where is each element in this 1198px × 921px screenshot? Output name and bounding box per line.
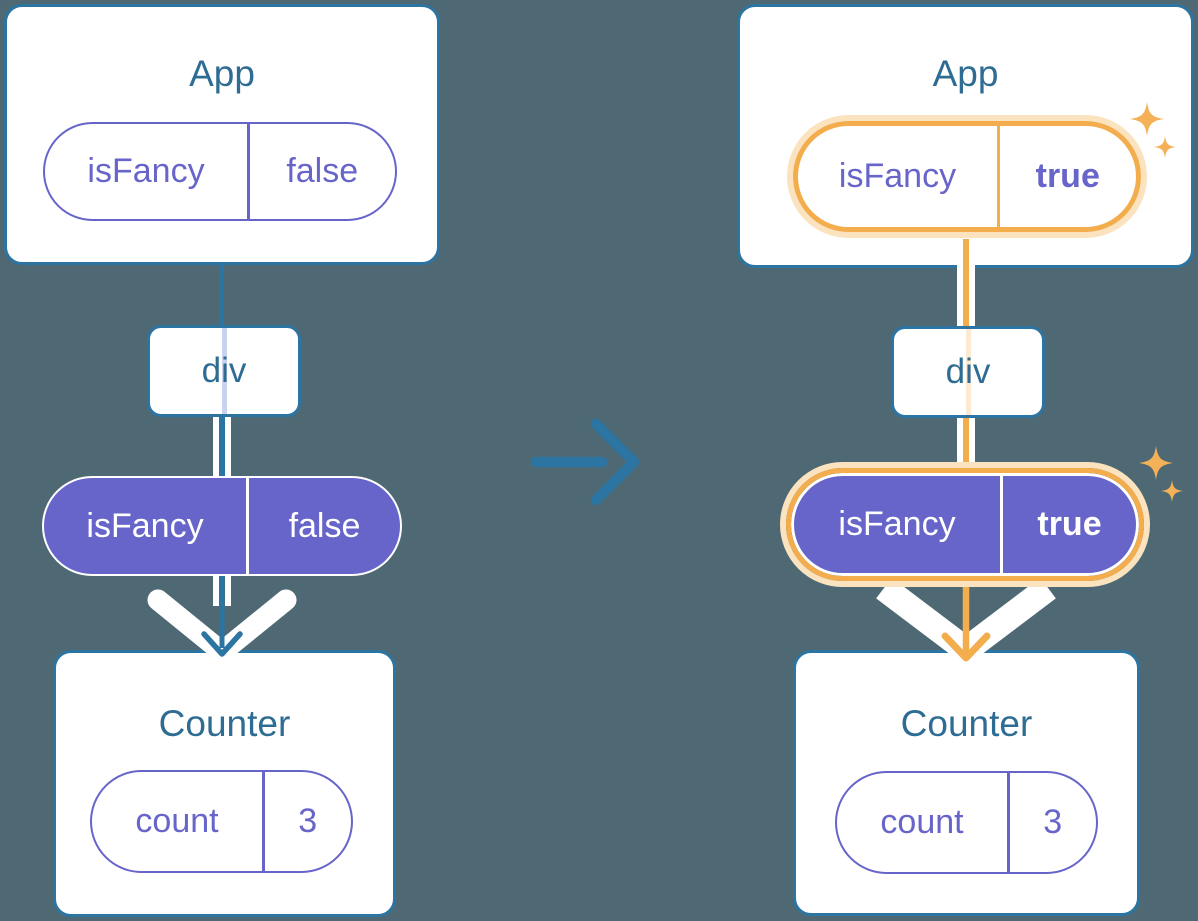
connector-app-to-div [219,262,224,327]
prop-value-label: false [288,506,361,545]
pill-divider [247,124,250,219]
sparkle-icon [1130,102,1176,158]
element-label: div [201,351,247,390]
state-name-label: isFancy [838,157,957,195]
prop-pill: isFancy true [791,473,1139,576]
component-title: App [932,53,999,94]
prop-name-label: isFancy [86,506,204,545]
down-arrowhead-icon [941,632,991,662]
prop-pipe-div-to-pill [213,417,231,479]
counter-component-card-before: Counter count 3 [53,650,396,917]
component-title: App [189,53,255,94]
pill-divider [1000,476,1003,573]
app-state-pill-after-highlighted: isFancy true [787,115,1147,238]
state-name-label: count [135,802,219,840]
down-arrowhead-icon [201,631,243,657]
count-state-pill-after: count 3 [835,771,1098,874]
sparkle-small [1154,136,1176,158]
prop-name-label: isFancy [838,505,956,543]
pill-divider [246,478,249,574]
sparkle-large [1139,446,1173,480]
prop-value-label: true [1037,505,1102,543]
pill-divider [997,126,1000,227]
sparkle-small [1161,480,1183,502]
component-title: Counter [158,703,291,744]
prop-through-line [221,328,227,414]
div-element-card-after: div [891,326,1045,418]
state-value-label: 3 [298,802,318,840]
transition-arrow-icon [530,418,640,506]
state-name-label: count [880,803,964,841]
component-title: Counter [900,703,1033,744]
highlight-ring: isFancy true [786,468,1144,581]
counter-component-card-after: Counter count 3 [793,650,1140,916]
app-component-card-before: App isFancy false [4,4,440,265]
sparkle-icon [1139,446,1183,502]
state-value-label: false [286,152,359,190]
arrow-head [590,418,640,506]
state-value-label: true [1035,157,1100,195]
prop-pill-before: isFancy false [42,476,402,576]
pill-divider [262,772,265,871]
count-state-pill-before: count 3 [90,770,353,873]
pill-divider [1007,773,1010,872]
app-state-pill-before: isFancy false [43,122,397,221]
prop-flow-arrow-before [147,576,297,663]
sparkle-large [1130,102,1164,136]
state-name-label: isFancy [87,152,205,190]
prop-through-line [965,329,971,415]
prop-flow-arrow-after [876,582,1056,667]
state-value-label: 3 [1043,803,1063,841]
highlight-ring: isFancy true [793,121,1141,232]
element-label: div [945,352,991,391]
prop-pipe-app-to-div [957,239,975,327]
div-element-card-before: div [147,325,301,417]
prop-pill-after-highlighted: isFancy true [780,462,1150,587]
